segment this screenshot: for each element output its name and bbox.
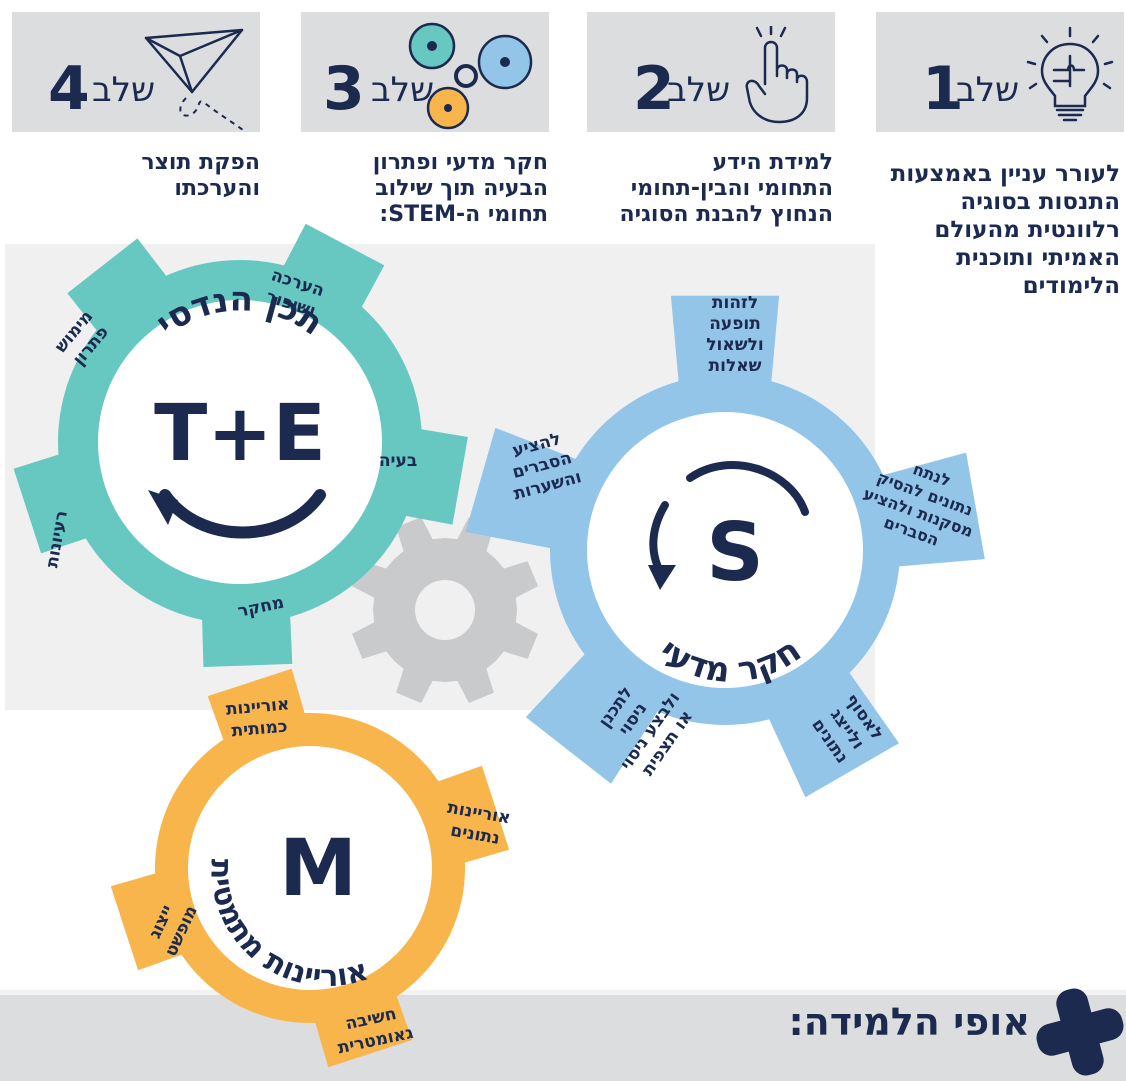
step-card-1: שלב 1 [876,12,1124,132]
footer-band [0,995,1126,1081]
math-center-label: M [279,824,357,914]
step-text-line: תחומי ה-STEM: [379,202,548,227]
plus-icon [1036,988,1124,1076]
divider [0,990,1126,995]
step-text-4: הפקת תוצר והערכתו [40,150,260,202]
science-tooth-4: להציעהסבריםוהשערות [501,427,584,505]
step-text-line: הפקת תוצר [141,150,260,175]
step-number: 2 [633,54,675,124]
step-label: שלב [667,70,731,110]
step-text-line: האמיתי ותוכנית [956,245,1120,271]
lightbulb-puzzle-icon [1026,26,1114,122]
step-text-line: הנחוץ להבנת הסוגיה [619,202,834,227]
step-label: שלב [956,70,1020,110]
step-number: 1 [922,54,964,124]
step-card-4: שלב 4 [12,12,260,133]
step-text-line: חקר מדעי ופתרון [372,150,548,175]
paper-plane-icon [144,28,247,133]
math-gear: M אוריינות מתמטית אוריינותכמותית אוריינו… [110,668,512,1068]
science-center-label: S [706,506,764,599]
gray-gear [352,517,538,703]
step-text-line: הבעיה תוך שילוב [375,176,548,201]
step-text-line: לעורר עניין באמצעות [890,161,1120,187]
engineering-center-label: T+E [154,389,326,479]
step-text-line: התחומי והבין-תחומי [630,176,833,201]
gears-icon [408,22,533,130]
step-text-2: למידת הידע התחומי והבין-תחומי הנחוץ להבנ… [575,150,834,228]
step-label: שלב [371,70,435,110]
step-text-line: התנסות בסוגיה [960,189,1120,215]
step-text-line: הלימודים [1022,273,1120,299]
step-number: 3 [323,54,365,124]
pointing-hand-icon [745,26,809,124]
step-text-line: והערכתו [174,176,260,201]
step-text-line: רלוונטית מהעולם [934,217,1120,243]
step-card-2: שלב 2 [587,12,835,132]
math-tooth-0: אוריינותכמותית [225,694,292,741]
step-text-1: לעורר עניין באמצעות התנסות בסוגיה רלוונט… [858,160,1120,300]
learning-approach-title: אופי הלמידה: [788,1000,1030,1044]
step-label: שלב [92,70,156,110]
engineering-gear: T+E תכן הנדסי הערכהושיפור בעיה מחקר רעיו… [13,223,468,667]
step-text-3: חקר מדעי ופתרון הבעיה תוך שילוב תחומי ה-… [300,150,548,228]
engineering-tooth-1: בעיה [379,451,417,471]
step-number: 4 [48,54,90,124]
step-text-line: למידת הידע [712,150,833,175]
